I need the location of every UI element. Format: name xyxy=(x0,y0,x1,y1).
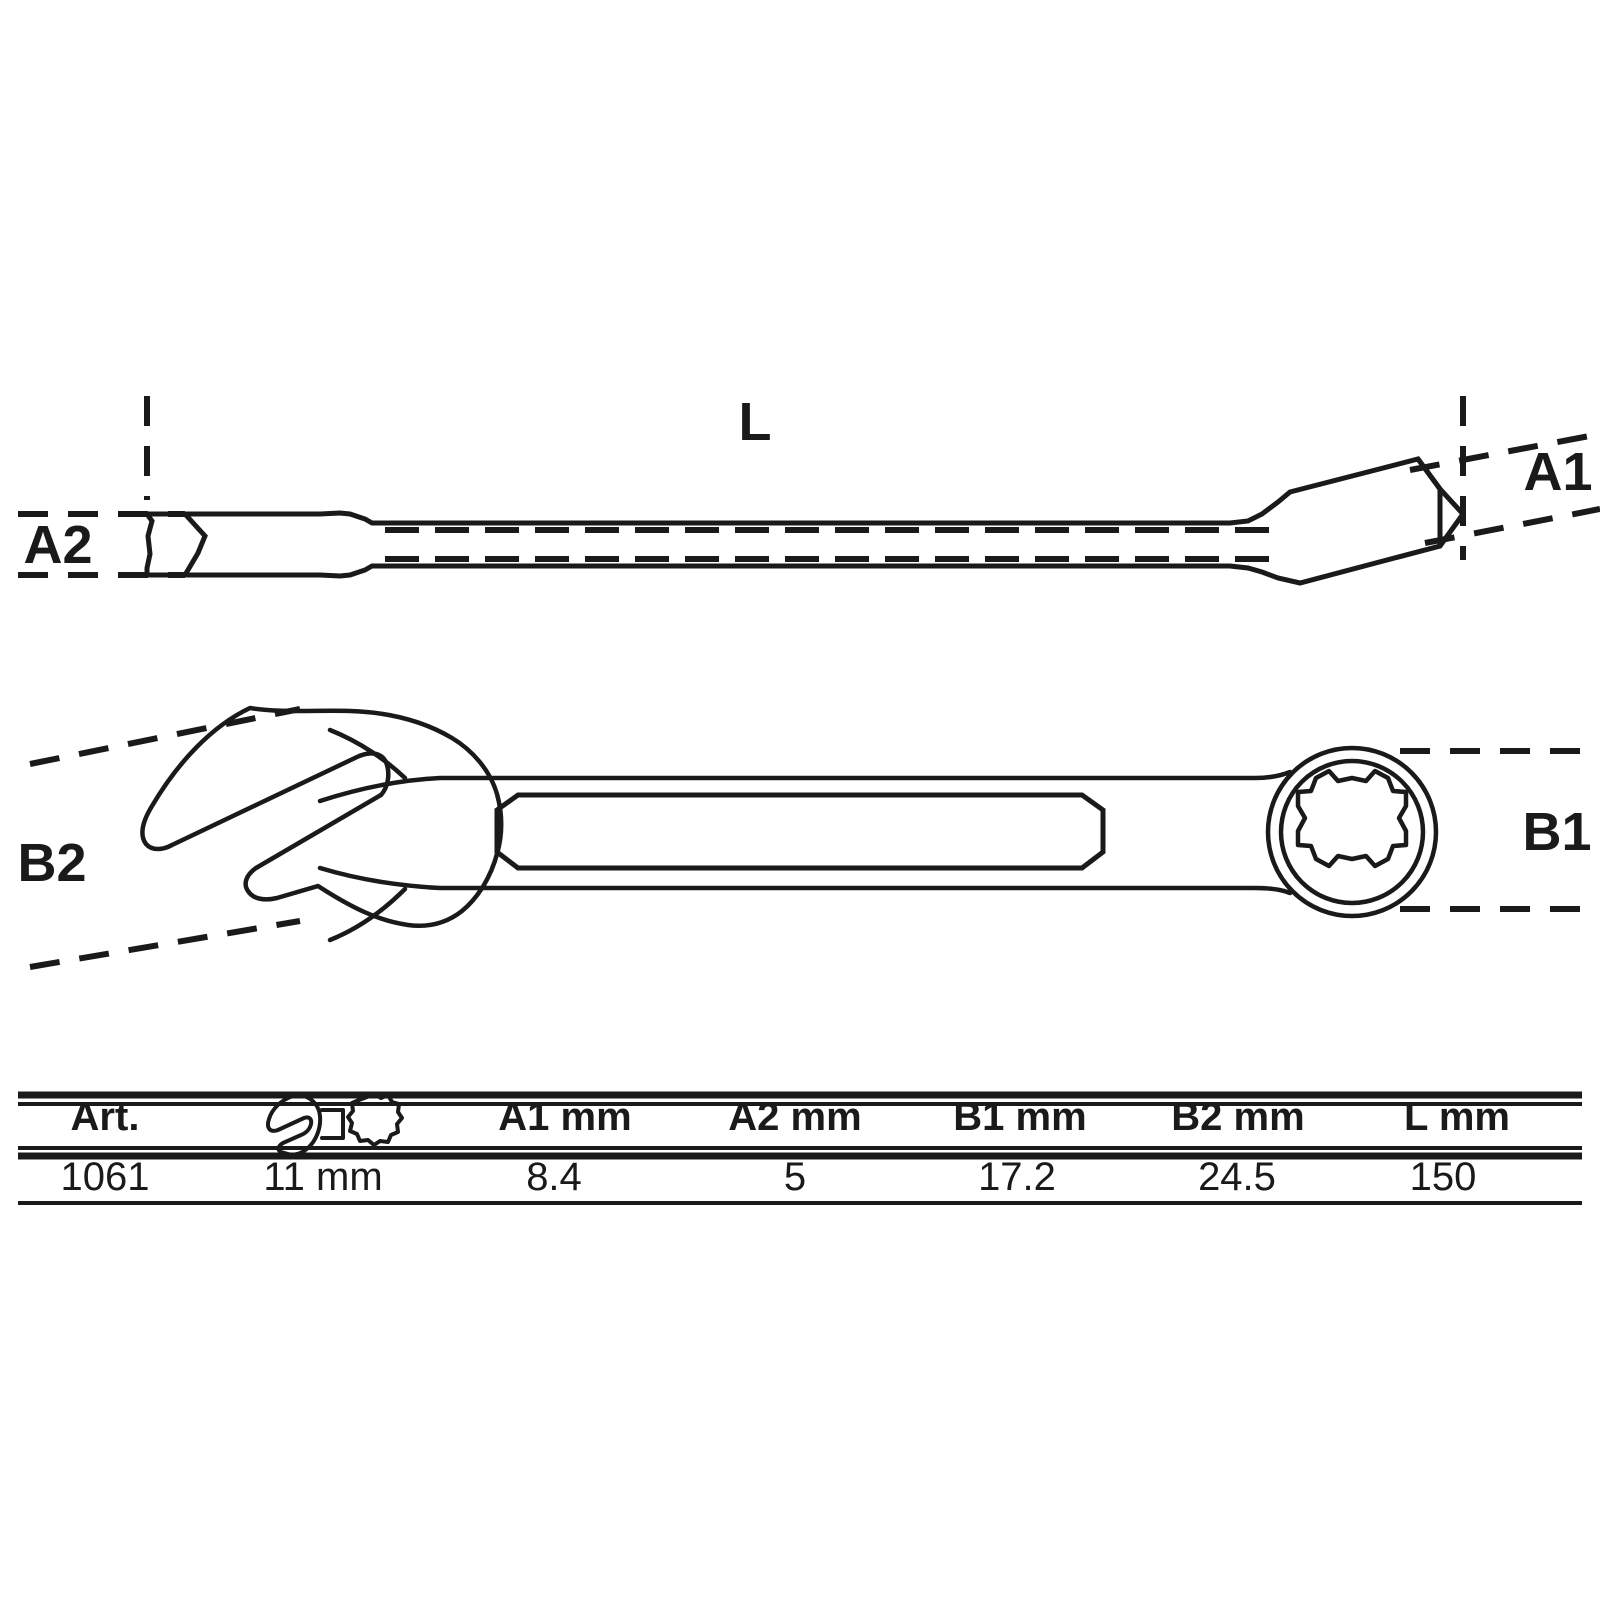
wrench-type-icon-group xyxy=(266,1092,404,1157)
dimension-label-L: L xyxy=(739,392,772,452)
table-cell-a2: 5 xyxy=(784,1155,806,1199)
plan-view-ring-inner-circle xyxy=(1278,758,1426,906)
dimension-label-A1: A1 xyxy=(1523,442,1592,502)
plan-view-open-jaw xyxy=(140,705,504,928)
table-cell-art: 1061 xyxy=(61,1155,150,1199)
a1-lower-extension-line xyxy=(1424,506,1600,546)
open-end-wrench-icon xyxy=(266,1093,323,1157)
table-header-b1: B1 mm xyxy=(953,1095,1086,1139)
plan-view-shank-groove xyxy=(494,792,1106,871)
side-elevation-view xyxy=(18,396,1600,586)
table-cell-b1: 17.2 xyxy=(978,1155,1056,1199)
table-header-art: Art. xyxy=(71,1095,140,1139)
plan-view-shank-bottom-edge xyxy=(317,865,1293,896)
table-row: 1061 11 mm 8.4 5 17.2 24.5 150 xyxy=(61,1155,1477,1199)
a1-upper-extension-line xyxy=(1409,431,1600,473)
table-cell-a1: 8.4 xyxy=(526,1155,582,1199)
spec-table: Art. A1 mm A2 mm B1 mm B2 mm L mm 1061 xyxy=(18,1091,1582,1205)
dimension-label-B2: B2 xyxy=(17,833,86,893)
side-view-top-outline xyxy=(147,456,1465,526)
twelve-point-ring-icon xyxy=(346,1092,404,1147)
plan-view-ring-outer-circle xyxy=(1265,745,1439,919)
table-header-a2: A2 mm xyxy=(728,1095,861,1139)
plan-view xyxy=(29,705,1600,970)
dimension-label-A2: A2 xyxy=(23,515,92,575)
plan-view-jaw-shoulder-bottom xyxy=(327,886,408,943)
dimension-label-B1: B1 xyxy=(1522,802,1591,862)
side-view-bottom-outline xyxy=(147,512,1466,586)
side-view-left-taper-fold xyxy=(182,512,208,577)
table-cell-l: 150 xyxy=(1410,1155,1477,1199)
open-end-wrench-icon-stem xyxy=(320,1108,345,1140)
plan-view-ring-twelve-point-profile xyxy=(1295,768,1409,869)
table-header-row: Art. A1 mm A2 mm B1 mm B2 mm L mm xyxy=(71,1092,1510,1157)
b2-lower-extension-line xyxy=(29,918,301,970)
plan-view-shank-top-edge xyxy=(317,769,1293,804)
table-header-l: L mm xyxy=(1404,1095,1510,1139)
table-header-b2: B2 mm xyxy=(1171,1095,1304,1139)
table-cell-size: 11 mm xyxy=(263,1155,382,1199)
table-cell-b2: 24.5 xyxy=(1198,1155,1276,1199)
b2-upper-extension-line xyxy=(29,706,301,767)
side-view-left-end-face xyxy=(144,512,155,575)
plan-view-jaw-shoulder-top xyxy=(327,727,408,781)
side-view-right-end-face xyxy=(1415,457,1443,546)
table-header-a1: A1 mm xyxy=(498,1095,631,1139)
